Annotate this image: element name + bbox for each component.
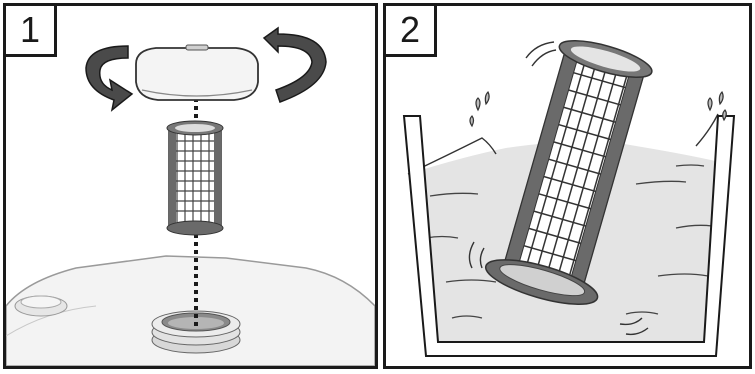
filter-cap: [136, 45, 258, 100]
step-1-illustration: [6, 6, 375, 366]
step-number: 1: [20, 12, 40, 48]
step-number: 2: [400, 12, 420, 48]
splash-left: [470, 92, 489, 126]
step-2-panel: 2: [383, 3, 752, 369]
rotate-left-arrow-icon: [86, 46, 132, 110]
step-number-box: 1: [3, 3, 57, 57]
filter-cylinder: [167, 121, 223, 235]
step-number-box: 2: [383, 3, 437, 57]
rotate-right-arrow-icon: [264, 28, 326, 102]
step-1-panel: 1: [3, 3, 378, 369]
step-2-illustration: [386, 6, 749, 366]
